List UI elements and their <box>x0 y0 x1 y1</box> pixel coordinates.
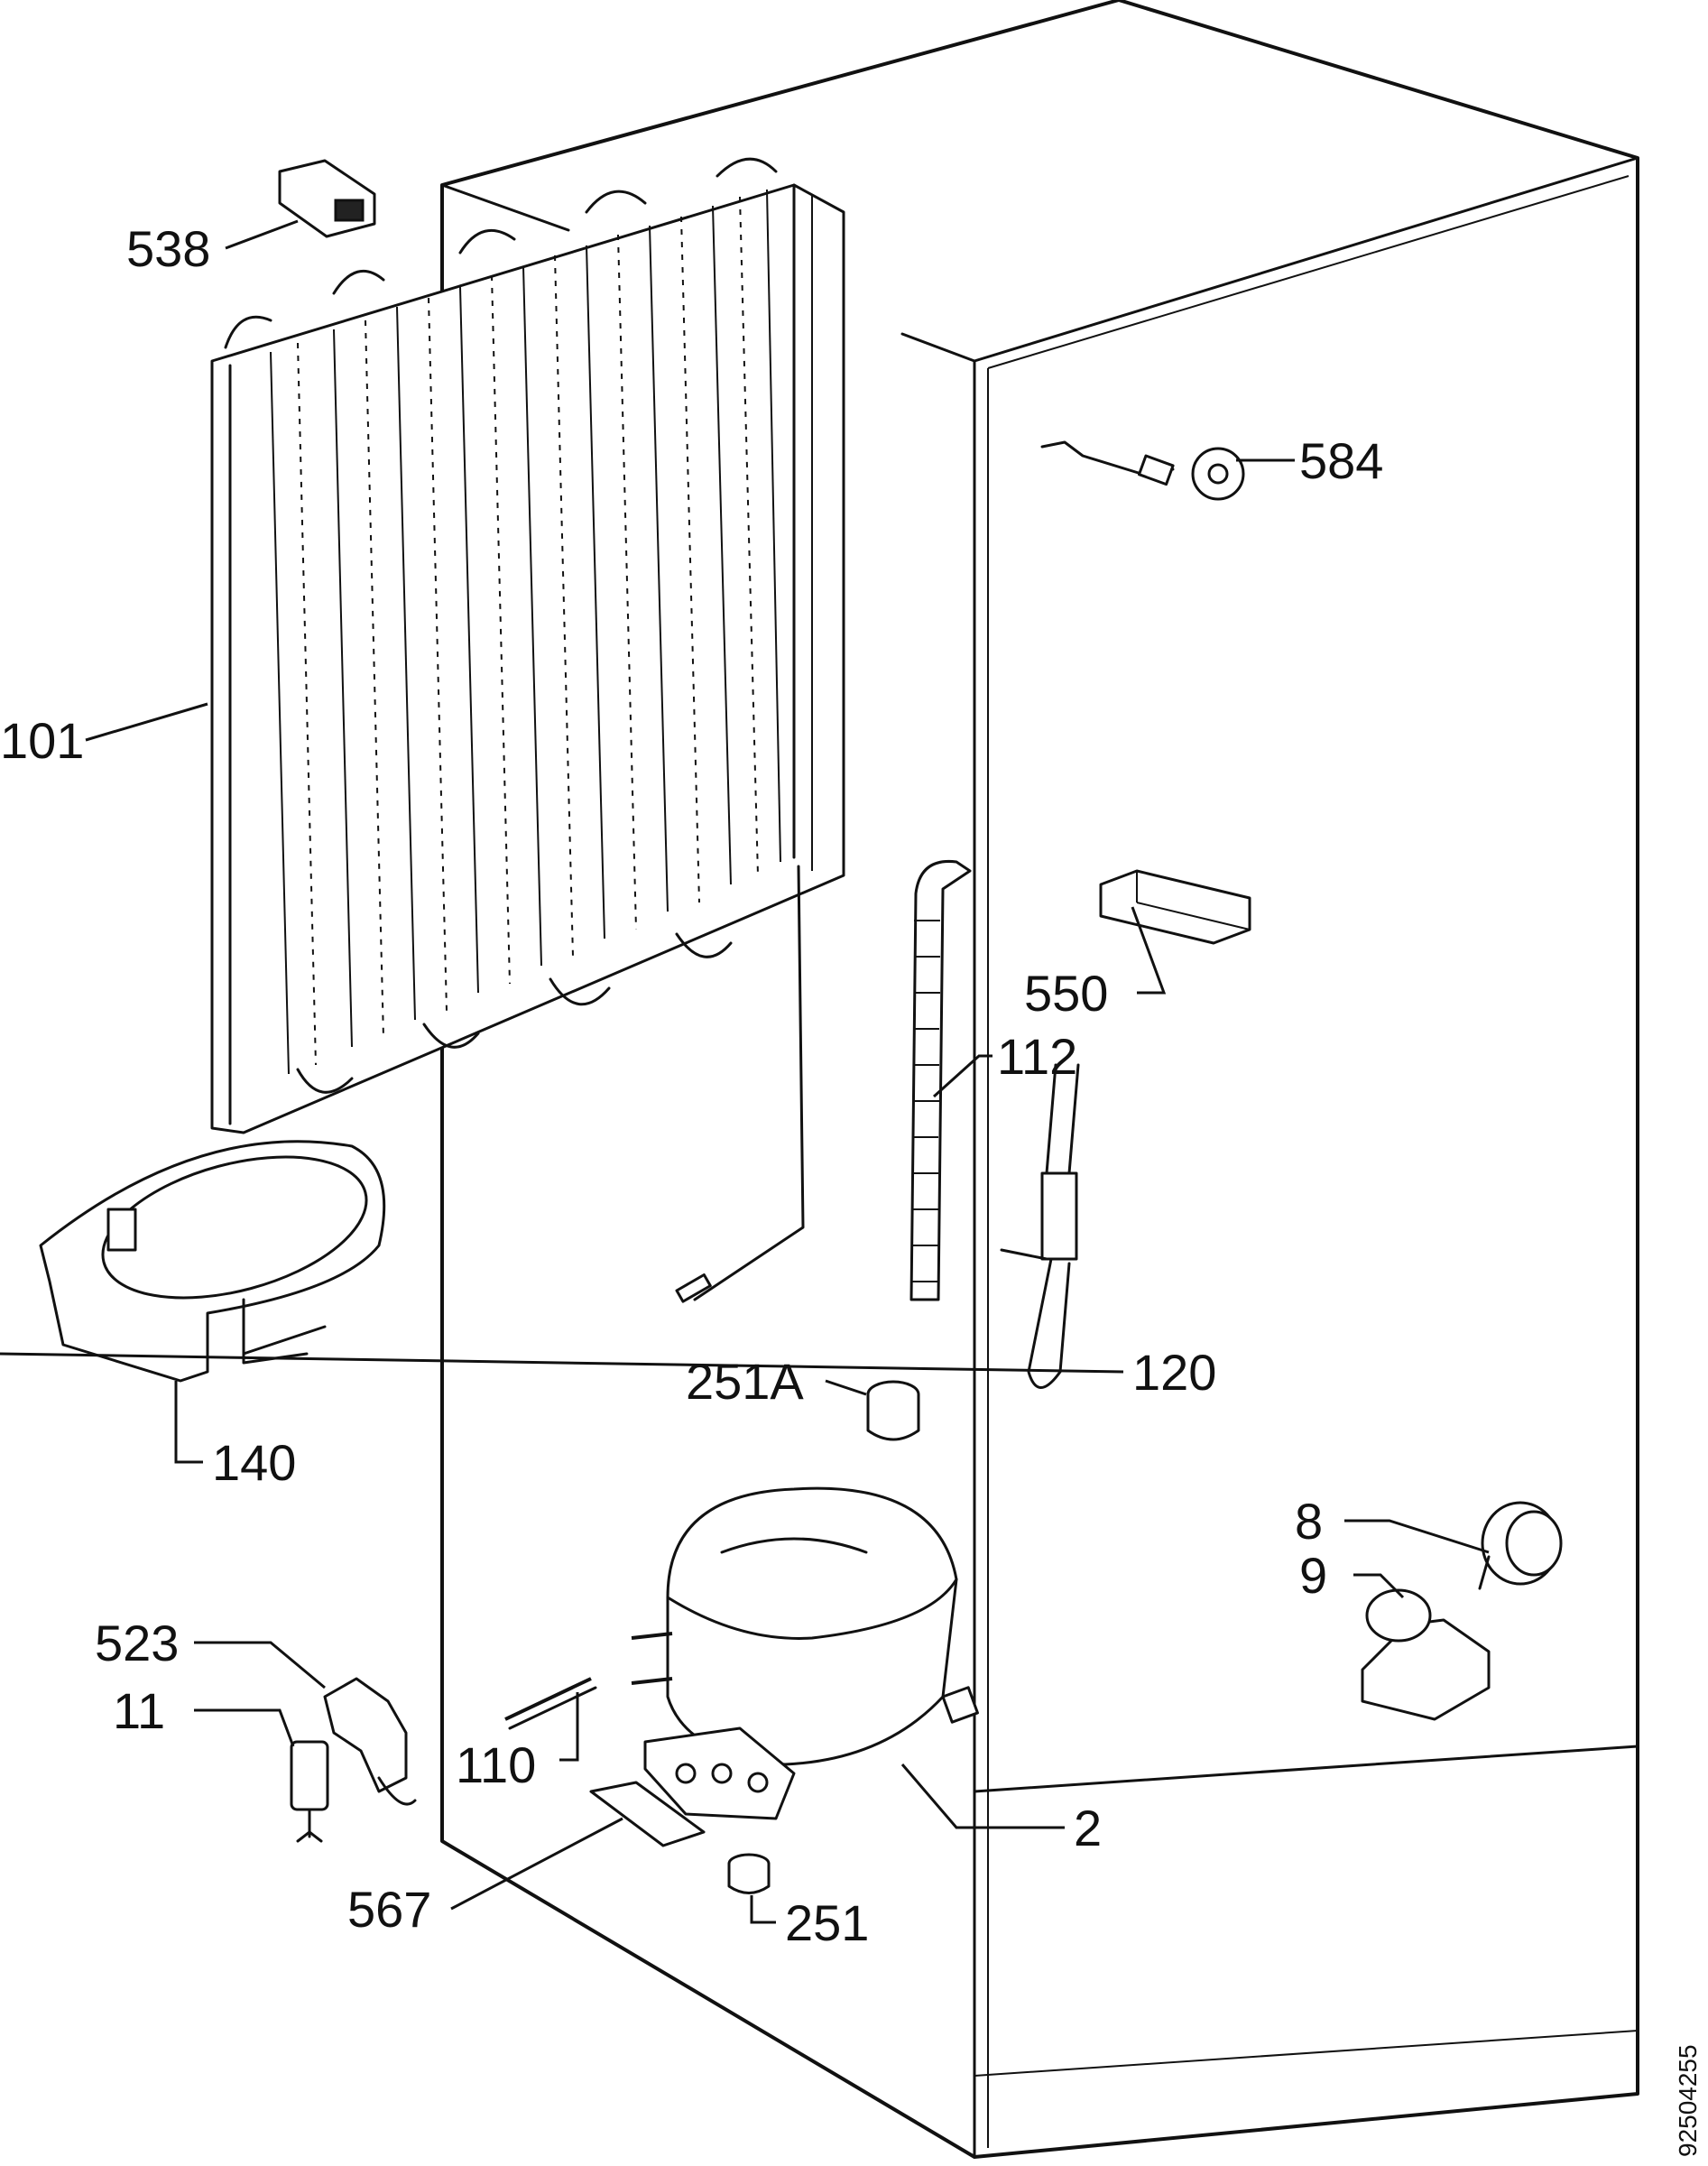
callout-567: 567 <box>347 1881 431 1938</box>
reference-code: 92504255 <box>1674 2044 1702 2157</box>
part-523 <box>323 1677 417 1806</box>
part-9 <box>1361 1588 1491 1721</box>
part-251 <box>727 1853 771 1894</box>
part-584 <box>1040 440 1245 501</box>
part-120 <box>1000 1063 1080 1389</box>
callout-584: 584 <box>1299 432 1383 489</box>
part-567 <box>589 1781 706 1847</box>
callout-110: 110 <box>456 1736 536 1793</box>
part-251a <box>866 1380 920 1441</box>
callout-538: 538 <box>126 220 210 277</box>
callout-523: 523 <box>95 1615 179 1671</box>
callout-labels: 538 584 101 550 112 120 251A 140 8 9 523… <box>0 220 1383 1951</box>
part-112 <box>909 859 972 1301</box>
callout-251: 251 <box>785 1894 869 1951</box>
part-8 <box>1478 1501 1563 1590</box>
condenser-101 <box>210 157 845 1303</box>
callout-101: 101 <box>0 712 84 769</box>
callout-2: 2 <box>1074 1800 1102 1856</box>
part-110 <box>504 1677 597 1730</box>
leader-lines <box>0 219 1490 1924</box>
part-538 <box>278 159 376 238</box>
callout-550: 550 <box>1024 965 1108 1022</box>
callout-9: 9 <box>1299 1547 1327 1604</box>
callout-120: 120 <box>1132 1344 1216 1401</box>
part-140 <box>39 1140 386 1383</box>
callout-112: 112 <box>997 1028 1077 1085</box>
callout-140: 140 <box>212 1434 296 1491</box>
part-550 <box>1099 869 1251 945</box>
cabinet-outline <box>440 0 1639 2159</box>
callout-8: 8 <box>1295 1493 1323 1550</box>
callout-251a: 251A <box>686 1353 804 1410</box>
callout-11: 11 <box>113 1682 165 1739</box>
part-11 <box>290 1740 329 1843</box>
compressor-2 <box>631 1486 979 1820</box>
